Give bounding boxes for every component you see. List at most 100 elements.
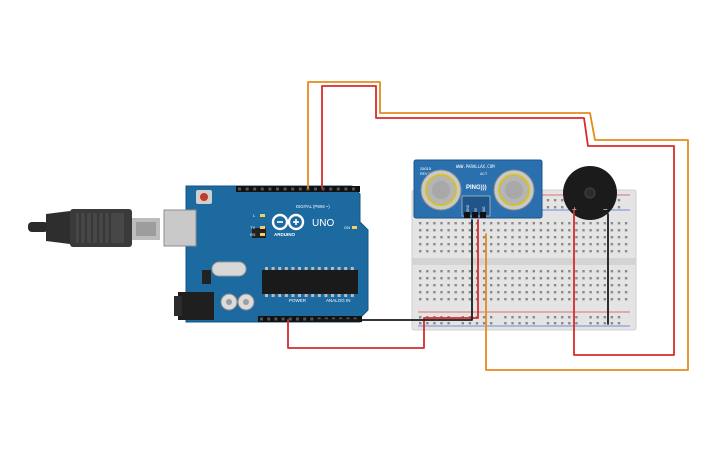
breadboard-hole	[553, 298, 557, 301]
breadboard-hole	[610, 284, 614, 287]
breadboard-hole	[490, 270, 493, 273]
chip-pin	[278, 267, 282, 270]
breadboard-hole	[582, 236, 585, 239]
wire-red-5v[interactable]	[287, 219, 479, 349]
wire-red-trigger[interactable]	[321, 85, 675, 356]
breadboard-hole	[475, 284, 479, 287]
breadboard-hole	[419, 322, 422, 325]
breadboard-hole	[490, 229, 493, 232]
breadboard-hole	[497, 298, 500, 301]
breadboard-hole	[610, 277, 614, 280]
breadboard-hole	[447, 250, 450, 253]
breadboard-hole	[546, 229, 550, 232]
chip-pin	[278, 294, 282, 297]
breadboard-hole	[603, 298, 606, 301]
header-pin	[352, 187, 355, 191]
breadboard-hole	[546, 291, 550, 294]
sensor-pin-gnd: GND	[466, 204, 470, 212]
breadboard-hole	[482, 298, 486, 301]
breadboard-hole	[497, 222, 500, 225]
ultrasonic-sensor[interactable]: WWW.PARALLAX.COM 28015 REV C ACT PING)))…	[413, 159, 543, 219]
breadboard-hole	[482, 277, 486, 280]
breadboard-hole	[553, 222, 557, 225]
breadboard-hole	[482, 236, 486, 239]
breadboard-hole	[589, 250, 592, 253]
usb-cable[interactable]	[28, 209, 160, 247]
breadboard-hole	[504, 243, 507, 246]
breadboard-hole	[504, 277, 507, 280]
breadboard-hole	[539, 243, 543, 246]
breadboard-hole	[490, 250, 493, 253]
breadboard-hole	[454, 250, 457, 253]
breadboard-hole	[617, 316, 621, 319]
breadboard-hole	[497, 277, 500, 280]
breadboard-hole	[440, 243, 443, 246]
header-pin	[344, 187, 348, 191]
breadboard-hole	[447, 291, 450, 294]
chip-pin	[324, 267, 328, 270]
header-pin	[306, 187, 310, 191]
breadboard-hole	[589, 322, 592, 325]
breadboard-hole	[440, 322, 443, 325]
breadboard-hole	[603, 243, 606, 246]
digital-header[interactable]	[236, 186, 360, 192]
breadboard-hole	[561, 199, 564, 202]
power-analog-header[interactable]	[258, 316, 362, 322]
wire-black-gnd[interactable]	[317, 219, 473, 321]
header-pin	[296, 317, 299, 321]
arduino-uno-board[interactable]: L TX RX ON UNO ARDUINO DIGITAL (PWM ~) P…	[163, 185, 369, 323]
breadboard-hole	[518, 236, 521, 239]
piezo-buzzer[interactable]: + −	[563, 166, 617, 220]
breadboard-hole	[568, 316, 571, 319]
breadboard-hole	[575, 243, 578, 246]
breadboard-hole	[610, 322, 614, 325]
breadboard-hole	[468, 291, 472, 294]
breadboard-hole	[426, 222, 429, 225]
breadboard-hole	[610, 243, 614, 246]
breadboard-hole	[568, 250, 571, 253]
breadboard-hole	[468, 229, 472, 232]
breadboard-hole	[603, 236, 606, 239]
breadboard-hole	[454, 284, 457, 287]
on-label: ON	[344, 225, 350, 230]
wire-orange-signal[interactable]	[307, 81, 689, 371]
breadboard-hole	[539, 229, 543, 232]
breadboard-hole	[553, 284, 557, 287]
breadboard-hole	[433, 270, 436, 273]
breadboard-hole	[482, 270, 486, 273]
microcontroller-chip	[262, 270, 358, 294]
breadboard-hole	[461, 298, 464, 301]
breadboard-hole	[596, 270, 599, 273]
header-pin	[238, 187, 241, 191]
breadboard-hole	[575, 250, 578, 253]
breadboard-hole	[532, 270, 535, 273]
breadboard-hole	[504, 291, 507, 294]
header-pin	[303, 317, 307, 321]
sensor-name: PING)))	[466, 185, 487, 191]
breadboard-hole	[426, 236, 429, 239]
breadboard-hole	[582, 298, 585, 301]
breadboard-hole	[582, 229, 585, 232]
breadboard-hole	[511, 291, 514, 294]
breadboard-hole	[468, 298, 472, 301]
breadboard[interactable]	[411, 189, 637, 331]
breadboard-hole	[440, 284, 443, 287]
header-pin	[276, 187, 279, 191]
chip-pin	[265, 294, 268, 297]
breadboard-hole	[546, 298, 550, 301]
breadboard-hole	[447, 270, 450, 273]
chip-pin	[344, 267, 348, 270]
rx-label: RX	[250, 232, 256, 237]
breadboard-hole	[532, 250, 535, 253]
breadboard-hole	[596, 284, 599, 287]
breadboard-hole	[419, 291, 422, 294]
breadboard-hole	[426, 322, 429, 325]
breadboard-hole	[454, 243, 457, 246]
buzzer-minus: −	[603, 205, 608, 214]
breadboard-hole	[624, 236, 628, 239]
breadboard-hole	[504, 222, 507, 225]
breadboard-hole	[553, 206, 557, 209]
chip-pin	[331, 267, 334, 270]
breadboard-hole	[603, 277, 606, 280]
